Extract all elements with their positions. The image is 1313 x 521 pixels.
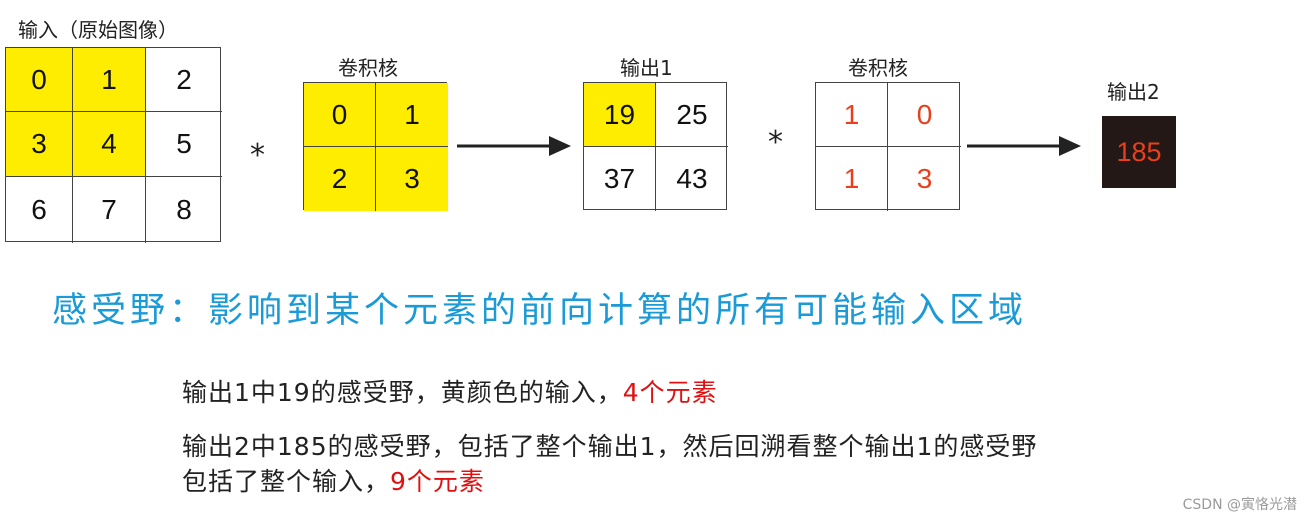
output1-cell: 25 (656, 83, 728, 147)
kernel1-cell: 3 (376, 147, 448, 211)
note-line-1: 输出1中19的感受野，黄颜色的输入，4个元素 (182, 373, 718, 409)
output2-label: 输出2 (1107, 80, 1160, 104)
note-line-2-text: 输出2中185的感受野，包括了整个输出1，然后回溯看整个输出1的感受野 (182, 432, 1038, 461)
input-cell: 2 (146, 48, 222, 112)
output1-cell: 37 (584, 147, 656, 211)
input-cell: 0 (6, 48, 73, 112)
input-cell: 4 (73, 112, 146, 177)
kernel2-label: 卷积核 (848, 56, 908, 80)
note-line-3: 包括了整个输入，9个元素 (182, 462, 485, 498)
output1-label: 输出1 (620, 56, 673, 80)
input-cell: 1 (73, 48, 146, 112)
kernel2-cell: 1 (816, 83, 888, 147)
kernel1-cell: 0 (304, 83, 376, 147)
kernel2-cell: 0 (888, 83, 961, 147)
note-line-3-highlight: 9个元素 (390, 467, 485, 496)
arrow-right-icon (457, 136, 571, 156)
kernel1-cell: 1 (376, 83, 448, 147)
convolution-operator: * (768, 125, 783, 160)
input-cell: 5 (146, 112, 222, 177)
kernel1-label: 卷积核 (338, 56, 398, 80)
output2-box: 185 (1102, 116, 1176, 188)
input-label: 输入（原始图像） (18, 18, 178, 42)
input-cell: 8 (176, 194, 192, 225)
input-cell: 6 (6, 177, 73, 243)
output1-cell: 43 (676, 163, 708, 194)
kernel2-grid: 1 0 1 3 (815, 82, 961, 211)
output1-grid: 19 25 37 43 (583, 82, 728, 211)
kernel2-cell: 3 (916, 163, 933, 194)
output1-cell: 19 (584, 83, 656, 147)
kernel1-cell: 2 (304, 147, 376, 211)
note-line-3-text: 包括了整个输入， (182, 467, 391, 496)
watermark: CSDN @寅恪光潜 (1182, 497, 1297, 513)
convolution-operator: * (250, 138, 265, 173)
input-cell: 3 (6, 112, 73, 177)
receptive-field-definition: 感受野：影响到某个元素的前向计算的所有可能输入区域 (52, 291, 1028, 331)
note-line-1-highlight: 4个元素 (622, 378, 718, 407)
kernel1-grid: 0 1 2 3 (303, 82, 448, 211)
arrow-right-icon (967, 136, 1081, 156)
note-line-1-text: 输出1中19的感受野，黄颜色的输入， (182, 378, 623, 407)
kernel2-cell: 1 (816, 147, 888, 211)
note-line-2: 输出2中185的感受野，包括了整个输出1，然后回溯看整个输出1的感受野 (182, 427, 1037, 463)
input-cell: 7 (73, 177, 146, 243)
input-grid: 0 1 2 3 4 5 6 7 8 (5, 47, 222, 243)
